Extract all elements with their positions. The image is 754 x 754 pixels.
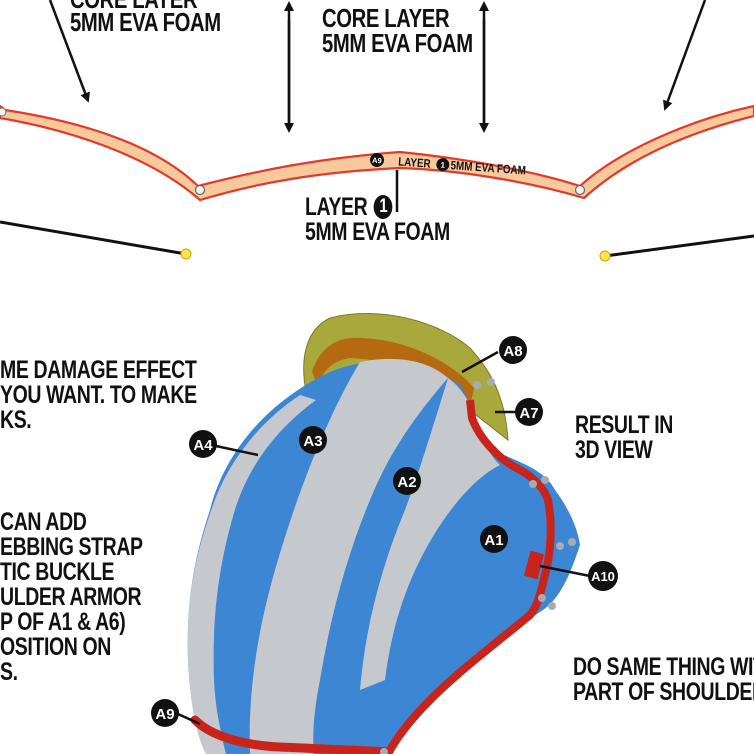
- svg-text:A2: A2: [397, 474, 416, 491]
- svg-text:A3: A3: [303, 433, 322, 450]
- strip-badge-text: A9: [372, 156, 382, 166]
- badge-a2: A2: [393, 467, 421, 495]
- same-note-line2: PART OF SHOULDERS: [573, 678, 754, 706]
- left-note-1-line: KS.: [0, 406, 32, 434]
- badge-a8: A8: [499, 336, 527, 364]
- badge-a7: A7: [515, 398, 543, 426]
- result-note-line1: RESULT IN: [575, 411, 673, 439]
- strip-label: A9 LAYER 1 5MM EVA FOAM: [370, 153, 526, 178]
- left-note-2-line: S.: [0, 658, 18, 686]
- red-strap: [384, 399, 555, 754]
- leader-a8: [461, 350, 499, 374]
- result-note-line2: 3D VIEW: [575, 436, 653, 464]
- strip-label-prefix: LAYER: [398, 156, 431, 171]
- buckle-a10: [523, 550, 545, 580]
- leader-a4: [215, 444, 259, 457]
- piece-a4-rim: [187, 395, 316, 754]
- left-note-1-line: YOU WANT. TO MAKE: [0, 381, 197, 409]
- layer1-label-line2: 5MM EVA FOAM: [305, 218, 450, 246]
- pin-dot-right: [599, 250, 611, 262]
- pin-dot-left: [180, 248, 192, 260]
- rivets: [380, 378, 576, 754]
- leader-a10: [539, 564, 591, 578]
- layer1-label-text: LAYER: [305, 193, 368, 221]
- top-left-label-line2: 5MM EVA FOAM: [70, 7, 221, 37]
- badge-a1: A1: [480, 525, 508, 553]
- left-note-2-line: ULDER ARMOR: [0, 583, 142, 611]
- strip-label-suffix: 5MM EVA FOAM: [450, 159, 526, 177]
- layer1-number-badge: 1: [373, 195, 393, 219]
- strip-notch-mid-left: [194, 184, 206, 196]
- pin-line-right: [604, 234, 754, 258]
- left-note-2-line: EBBING STRAP: [0, 533, 143, 561]
- badge-a10: A10: [588, 561, 618, 591]
- piece-a1-grey: [360, 378, 500, 690]
- strip-number: 1: [440, 160, 446, 169]
- red-strap-bottom: [190, 715, 393, 754]
- foam-strip: [0, 104, 754, 202]
- badge-a3: A3: [299, 426, 327, 454]
- piece-a2-stripe: [249, 358, 448, 754]
- piece-a8-band: [312, 337, 474, 406]
- svg-text:A1: A1: [484, 532, 503, 549]
- left-note-1-line: ME DAMAGE EFFECT: [0, 356, 197, 384]
- top-left-label-line1: CORE LAYER: [70, 0, 198, 12]
- left-note-2-line: CAN ADD: [0, 508, 87, 536]
- svg-text:A8: A8: [503, 343, 522, 360]
- top-center-label-line2: 5MM EVA FOAM: [322, 28, 473, 58]
- arrow-left-core: [48, 0, 90, 103]
- svg-text:A9: A9: [155, 706, 174, 723]
- pin-line-left: [0, 220, 187, 256]
- left-note-2-line: TIC BUCKLE: [0, 558, 115, 586]
- same-note-line1: DO SAME THING WITH: [573, 653, 754, 681]
- leader-a9: [177, 712, 201, 726]
- strip-notch-mid-right: [574, 184, 586, 196]
- layer1-label-line1: LAYER 1: [305, 195, 393, 220]
- strip-notch-left: [0, 107, 7, 117]
- left-note-2-line: OSITION ON: [0, 633, 111, 661]
- top-center-label-line1: CORE LAYER: [322, 3, 450, 33]
- arrow-right-core: [663, 0, 707, 111]
- svg-text:A10: A10: [591, 569, 615, 584]
- badge-a4: A4: [189, 430, 217, 458]
- badge-a9: A9: [151, 699, 179, 727]
- svg-text:A4: A4: [193, 437, 213, 454]
- svg-text:A7: A7: [519, 405, 538, 422]
- left-note-2-line: P OF A1 & A6): [0, 608, 126, 636]
